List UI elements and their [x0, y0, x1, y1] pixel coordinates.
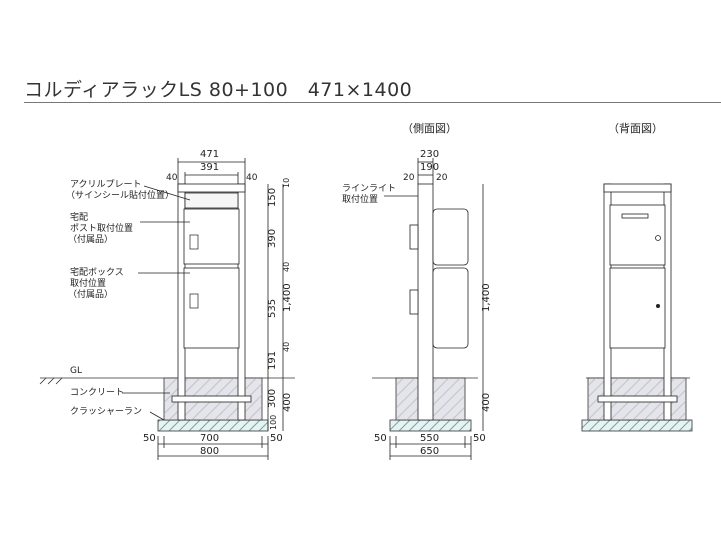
dim-front-base-right: 50 [270, 433, 283, 444]
back-crusher-run [581, 419, 693, 432]
back-mail-slot [621, 213, 649, 219]
side-post-box [432, 208, 469, 266]
dim-h-plate: 150 [267, 187, 278, 207]
dim-side-h-foundation: 400 [481, 392, 492, 412]
dim-h-concrete: 300 [267, 388, 278, 408]
label-post-2: ポスト取付位置 [70, 224, 134, 234]
title-underline [24, 102, 721, 103]
acrylic-leader [143, 185, 191, 201]
side-crusher-run [389, 419, 472, 432]
dim-side-base-inner: 550 [420, 433, 440, 444]
label-lineright-2: 取付位置 [342, 195, 379, 205]
dim-front-total-width: 471 [200, 149, 220, 160]
drawing-title: コルディアラックLS 80+100 471×1400 [24, 79, 413, 101]
dim-front-right-post: 40 [246, 173, 258, 183]
back-keyhole-icon [655, 235, 661, 241]
back-view [581, 183, 693, 432]
dim-side-total-width: 230 [420, 149, 440, 160]
back-view-label: （背面図） [608, 122, 663, 135]
dim-h-total: 1,400 [282, 283, 293, 312]
dim-side-base-left: 50 [374, 433, 387, 444]
dim-front-base-total: 800 [200, 446, 220, 457]
dim-h-bottom: 191 [267, 350, 278, 370]
label-box-3: （付属品） [68, 290, 114, 300]
dim-side-base-right: 50 [473, 433, 486, 444]
dim-h-post: 390 [267, 228, 278, 248]
label-acrylic-1: アクリルプレート [70, 180, 142, 190]
dim-side-base-total: 650 [420, 446, 440, 457]
dim-h-gap1: 40 [282, 261, 291, 272]
label-post-1: 宅配 [70, 213, 89, 223]
dim-side-right: 20 [436, 173, 448, 183]
dim-h-foundation: 400 [282, 392, 293, 412]
back-delivery-box [609, 267, 666, 349]
dim-h-gap2: 40 [282, 341, 291, 352]
side-post [417, 183, 434, 421]
label-box-1: 宅配ボックス [70, 268, 124, 278]
dim-side-h-total: 1,400 [481, 283, 492, 312]
side-bracket-upper [409, 224, 419, 250]
label-crusher: クラッシャーラン [70, 407, 143, 417]
delivery-box-lock [189, 293, 199, 309]
dim-front-left-post: 40 [166, 173, 178, 183]
dim-side-inner-width: 190 [420, 162, 440, 173]
side-delivery-box [432, 267, 469, 349]
acrylic-plate [184, 192, 239, 209]
dim-side-left: 20 [403, 173, 415, 183]
side-view [372, 158, 484, 460]
gl-hatch-icon [39, 377, 63, 385]
dim-h-box: 535 [267, 298, 278, 318]
back-knob-icon [656, 303, 661, 308]
base-bar [171, 395, 252, 403]
label-concrete: コンクリート [70, 388, 125, 398]
label-post-3: （付属品） [68, 235, 114, 245]
dim-front-base-left: 50 [143, 433, 156, 444]
front-view [39, 158, 295, 460]
post-box-lock [189, 234, 199, 250]
back-top-plate [603, 183, 672, 193]
dim-h-crusher: 100 [269, 414, 278, 430]
label-lineright-1: ラインライト [342, 184, 397, 194]
label-acrylic-2: （サインシール貼付位置） [66, 191, 175, 201]
dim-h-top: 10 [282, 177, 291, 188]
label-gl: GL [70, 366, 82, 376]
top-plate [177, 183, 246, 193]
back-base-bar [597, 395, 678, 403]
crusher-leader [149, 411, 165, 421]
label-box-2: 取付位置 [70, 279, 107, 289]
dim-front-inner-width: 391 [200, 162, 220, 173]
side-bracket-lower [409, 289, 419, 315]
crusher-run-layer [157, 419, 269, 432]
side-view-label: （側面図） [402, 122, 457, 135]
dim-front-base-inner: 700 [200, 433, 220, 444]
